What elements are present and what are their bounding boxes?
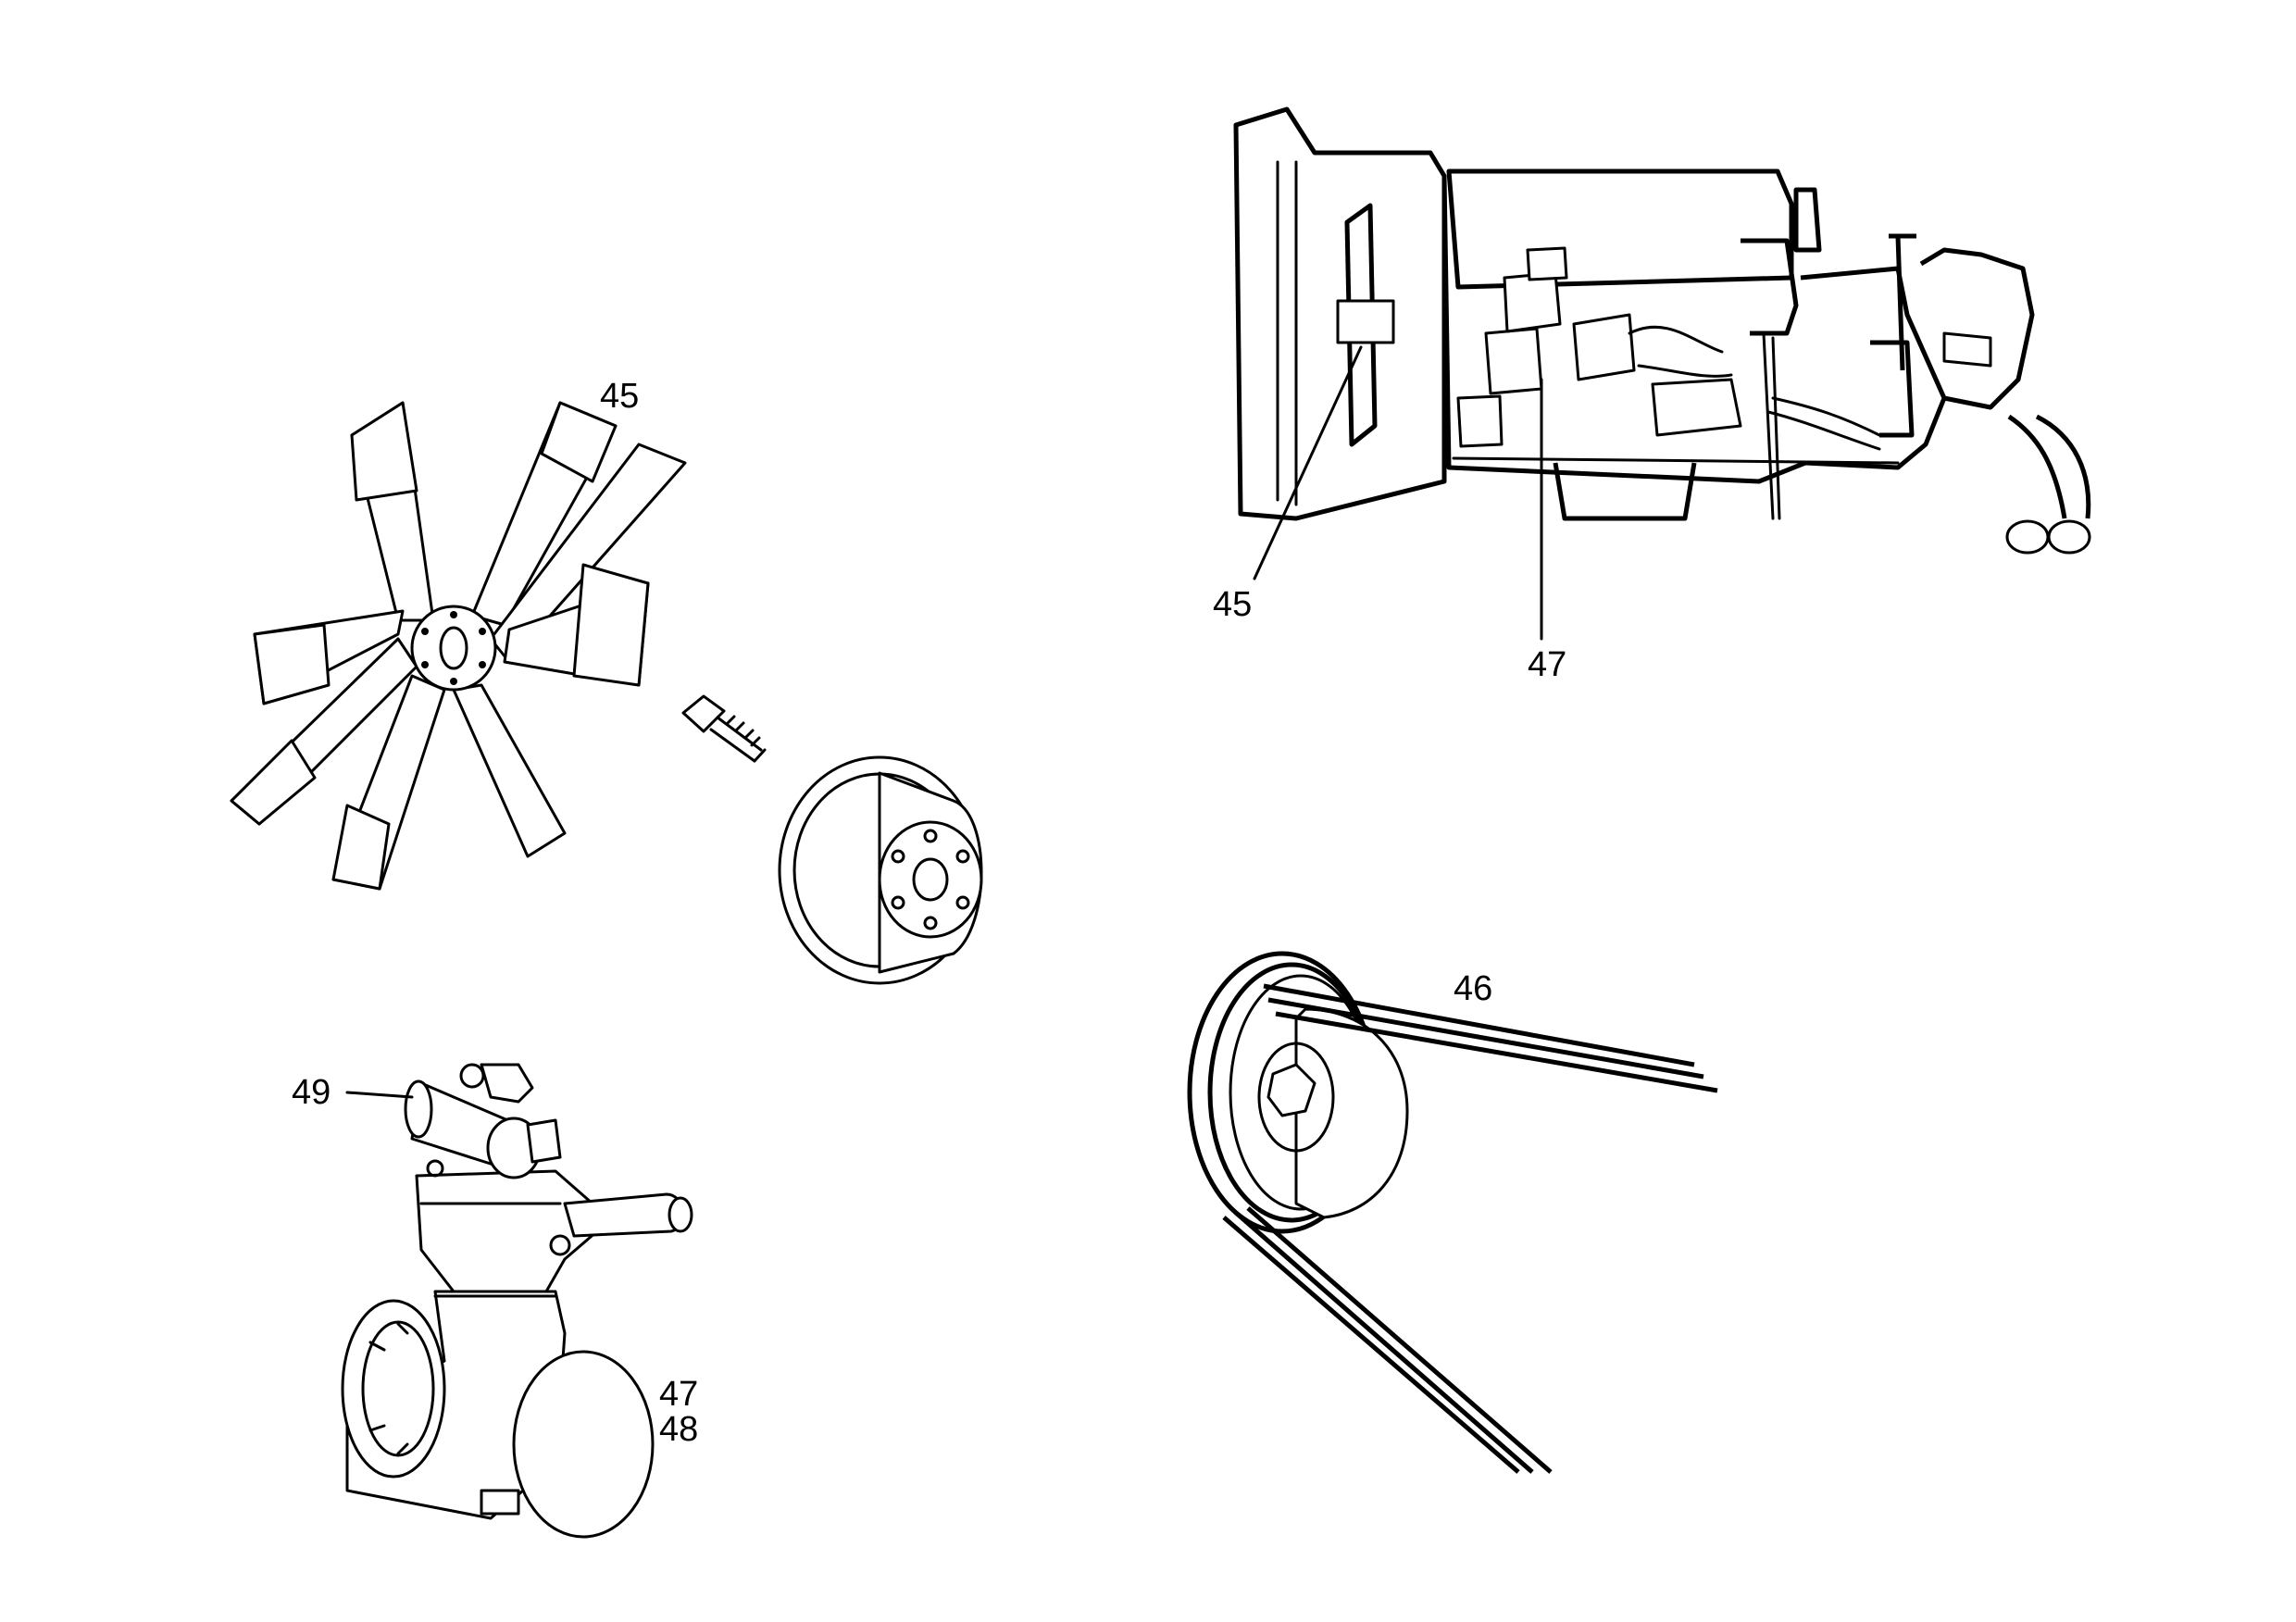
- callout-fan: 45: [600, 377, 639, 416]
- fan-blade-tip: [230, 739, 317, 826]
- fan-hub: [410, 605, 497, 692]
- compressor-end-cover: [512, 1350, 655, 1539]
- callout-compressor-b: 48: [659, 1410, 698, 1449]
- compressor-head: [415, 1169, 599, 1293]
- callout-engine-compressor: 47: [1528, 645, 1566, 684]
- leader-governor: [345, 1091, 414, 1099]
- fan-blade: [489, 443, 687, 664]
- engine-overview: [1233, 106, 2091, 641]
- callout-belt: 46: [1454, 969, 1492, 1008]
- fan-bolt-holes: [421, 611, 486, 685]
- fan-blade-tip: [540, 401, 618, 483]
- fan-hub-bore: [439, 626, 468, 670]
- fan-blade-tip: [572, 563, 650, 687]
- fan-assembly: [230, 401, 687, 891]
- pulley-bolt-holes: [891, 829, 970, 930]
- fan-blade-tip: [331, 804, 391, 891]
- fan-blade-tip: [350, 401, 418, 502]
- pulley-nut: [1267, 1063, 1316, 1117]
- fan-pulley: [778, 755, 983, 985]
- air-compressor: [341, 1063, 693, 1539]
- callout-compressor-a: 47: [659, 1375, 698, 1414]
- callout-engine-fan: 45: [1213, 585, 1252, 624]
- fan-blade-tip: [253, 623, 331, 705]
- bolt: [681, 694, 767, 763]
- fan-blade: [452, 683, 567, 858]
- drive-belt-bottom: [1222, 1206, 1553, 1474]
- drive-belt-top: [1263, 983, 1718, 1093]
- leader-engine-fan: [1253, 345, 1363, 580]
- engine-compressor: [1484, 327, 1543, 395]
- callout-governor: 49: [292, 1073, 331, 1112]
- drive-belt-assembly: [1187, 951, 1718, 1474]
